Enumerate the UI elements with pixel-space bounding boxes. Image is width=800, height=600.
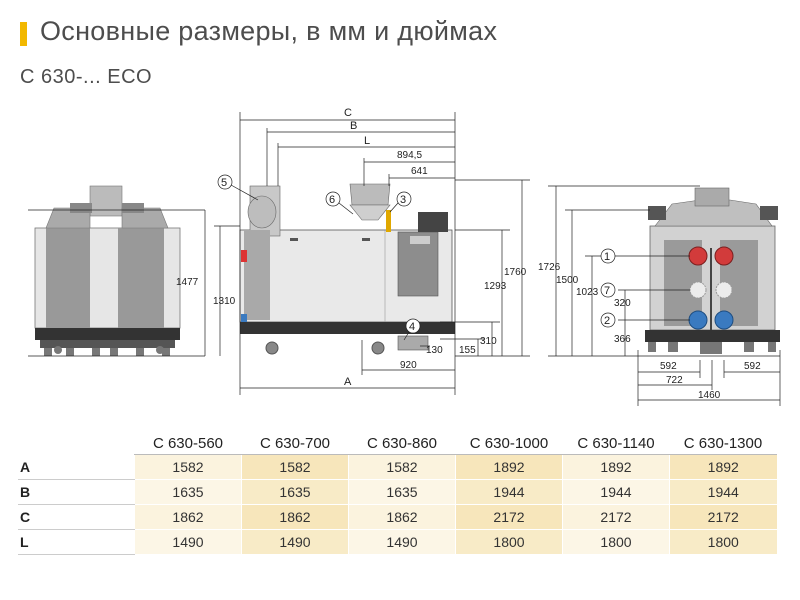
dim-320: 320 xyxy=(614,298,631,309)
dim-920: 920 xyxy=(400,360,417,371)
dim-310: 310 xyxy=(480,336,497,347)
dim-1023: 1023 xyxy=(576,287,599,298)
front-view xyxy=(34,185,181,356)
rear-callouts xyxy=(600,248,616,328)
table-cell: 1892 xyxy=(562,454,670,480)
table-row: B 1635 1635 1635 1944 1944 1944 xyxy=(18,479,777,505)
dim-592-left: 592 xyxy=(660,361,677,372)
table-cell: 1800 xyxy=(455,529,563,555)
dim-130: 130 xyxy=(426,345,443,356)
dim-722: 722 xyxy=(666,375,683,386)
table-cell: 1862 xyxy=(241,504,349,530)
dim-1760: 1760 xyxy=(504,267,527,278)
table-cell: 1582 xyxy=(241,454,349,480)
dim-l: L xyxy=(364,135,370,147)
dim-c: C xyxy=(344,107,352,119)
table-corner xyxy=(18,432,135,455)
dim-155: 155 xyxy=(459,345,476,356)
table-header-row: C 630-560 C 630-700 C 630-860 C 630-1000… xyxy=(18,432,777,455)
table-cell: 2172 xyxy=(562,504,670,530)
technical-drawing: 1477 1310 C B L 894,5 641 1760 1293 310 … xyxy=(28,107,781,406)
col-header: C 630-860 xyxy=(348,432,456,455)
table-cell: 1862 xyxy=(134,504,242,530)
dimensions-table: C 630-560 C 630-700 C 630-860 C 630-1000… xyxy=(18,432,777,555)
dim-894-5: 894,5 xyxy=(397,150,422,161)
col-header: C 630-700 xyxy=(241,432,349,455)
callout-1: 1 xyxy=(604,251,610,263)
col-header: C 630-1140 xyxy=(562,432,670,455)
dim-366: 366 xyxy=(614,334,631,345)
callout-3: 3 xyxy=(400,194,406,206)
table-cell: 1862 xyxy=(348,504,456,530)
table-cell: 1944 xyxy=(455,479,563,505)
col-header: C 630-1300 xyxy=(669,432,777,455)
callout-6: 6 xyxy=(329,194,335,206)
page-title: Основные размеры, в мм и дюймах xyxy=(40,16,498,46)
table-cell: 1582 xyxy=(134,454,242,480)
table-cell: 1490 xyxy=(134,529,242,555)
table-cell: 1582 xyxy=(348,454,456,480)
dim-641: 641 xyxy=(411,166,428,177)
callout-4: 4 xyxy=(409,321,415,333)
row-label: A xyxy=(18,454,135,480)
dim-1310: 1310 xyxy=(213,296,236,307)
table-cell: 1892 xyxy=(669,454,777,480)
dim-1477: 1477 xyxy=(176,277,199,288)
rear-dim-lines xyxy=(548,185,781,406)
front-dim-lines xyxy=(28,209,240,357)
dim-1293: 1293 xyxy=(484,281,507,292)
table-cell: 1800 xyxy=(562,529,670,555)
table-cell: 1635 xyxy=(348,479,456,505)
side-view xyxy=(239,183,455,355)
col-header: C 630-560 xyxy=(134,432,242,455)
table-cell: 1635 xyxy=(241,479,349,505)
dim-b: B xyxy=(350,120,357,132)
table-cell: 1490 xyxy=(348,529,456,555)
table-row: C 1862 1862 1862 2172 2172 2172 xyxy=(18,504,777,530)
title-accent-bar xyxy=(20,22,27,46)
model-subtitle: C 630-... ECO xyxy=(20,66,153,88)
table-row: A 1582 1582 1582 1892 1892 1892 xyxy=(18,454,777,480)
table-cell: 2172 xyxy=(669,504,777,530)
callout-2: 2 xyxy=(604,315,610,327)
dim-a: A xyxy=(344,376,352,388)
dim-1500: 1500 xyxy=(556,275,579,286)
row-label: B xyxy=(18,479,135,505)
table-cell: 1944 xyxy=(562,479,670,505)
table-cell: 2172 xyxy=(455,504,563,530)
table-row: L 1490 1490 1490 1800 1800 1800 xyxy=(18,529,777,555)
callout-5: 5 xyxy=(221,177,227,189)
table-cell: 1944 xyxy=(669,479,777,505)
callout-7: 7 xyxy=(604,285,610,297)
dim-592-right: 592 xyxy=(744,361,761,372)
table-cell: 1892 xyxy=(455,454,563,480)
col-header: C 630-1000 xyxy=(455,432,563,455)
table-cell: 1490 xyxy=(241,529,349,555)
side-callouts xyxy=(217,174,421,341)
side-dim-lines xyxy=(239,112,530,395)
row-label: L xyxy=(18,529,135,555)
rear-view xyxy=(645,187,780,354)
dim-1726: 1726 xyxy=(538,262,561,273)
dim-1460: 1460 xyxy=(698,390,721,401)
table-cell: 1635 xyxy=(134,479,242,505)
table-cell: 1800 xyxy=(669,529,777,555)
row-label: C xyxy=(18,504,135,530)
